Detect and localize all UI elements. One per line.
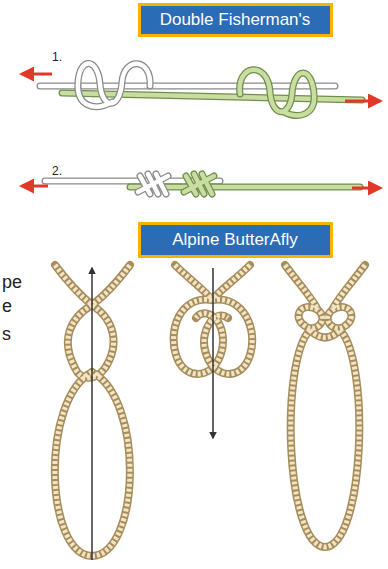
- title-text: Alpine ButterAfly: [172, 230, 298, 250]
- margin-text: pe: [2, 272, 22, 293]
- title-box: Double Fisherman's: [138, 3, 333, 37]
- title-text: Double Fisherman's: [160, 10, 311, 30]
- title-box: Alpine ButterAfly: [138, 222, 333, 258]
- step-number: 2.: [52, 164, 62, 178]
- margin-text: e: [2, 296, 12, 317]
- step-number: 1.: [52, 50, 62, 64]
- margin-text: s: [2, 324, 11, 345]
